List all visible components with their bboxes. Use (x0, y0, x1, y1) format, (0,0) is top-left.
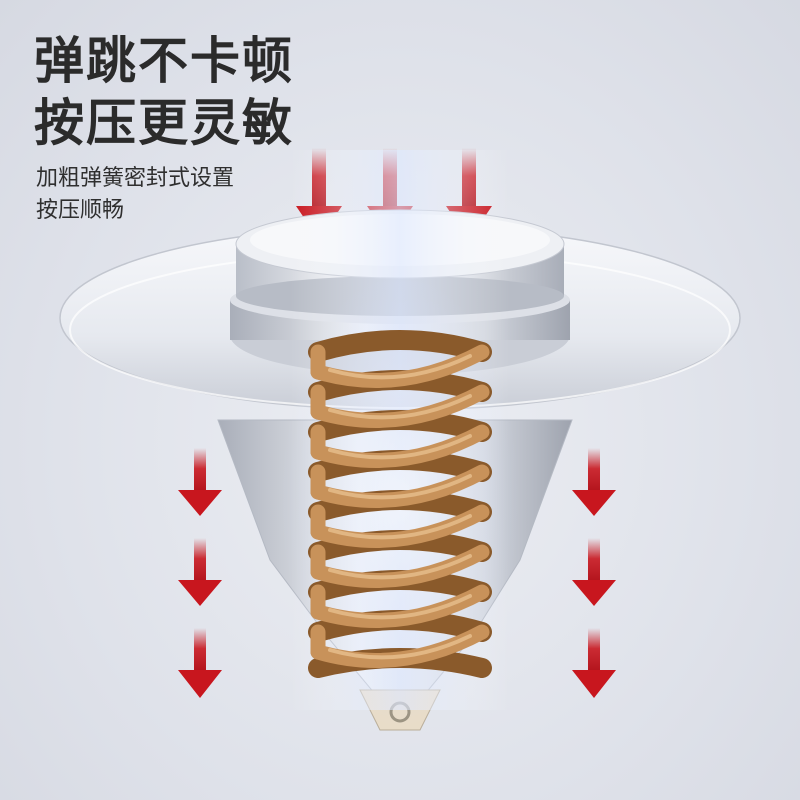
subheadline: 加粗弹簧密封式设置 按压顺畅 (36, 163, 234, 227)
press-arrows-right (572, 448, 616, 698)
red-down-arrow-icon (178, 628, 222, 698)
headline-line-1: 弹跳不卡顿 (34, 32, 294, 90)
spring (308, 330, 492, 678)
headline-line-2: 按压更灵敏 (34, 94, 294, 152)
headline: 弹跳不卡顿 按压更灵敏 (34, 30, 294, 154)
red-down-arrow-icon (572, 628, 616, 698)
subheadline-line-1: 加粗弹簧密封式设置 (36, 166, 235, 191)
red-down-arrow-icon (572, 448, 616, 516)
red-down-arrow-icon (572, 538, 616, 606)
red-down-arrow-icon (178, 538, 222, 606)
red-down-arrow-icon (178, 448, 222, 516)
subheadline-line-2: 按压顺畅 (36, 198, 125, 223)
press-arrows-left (178, 448, 222, 698)
